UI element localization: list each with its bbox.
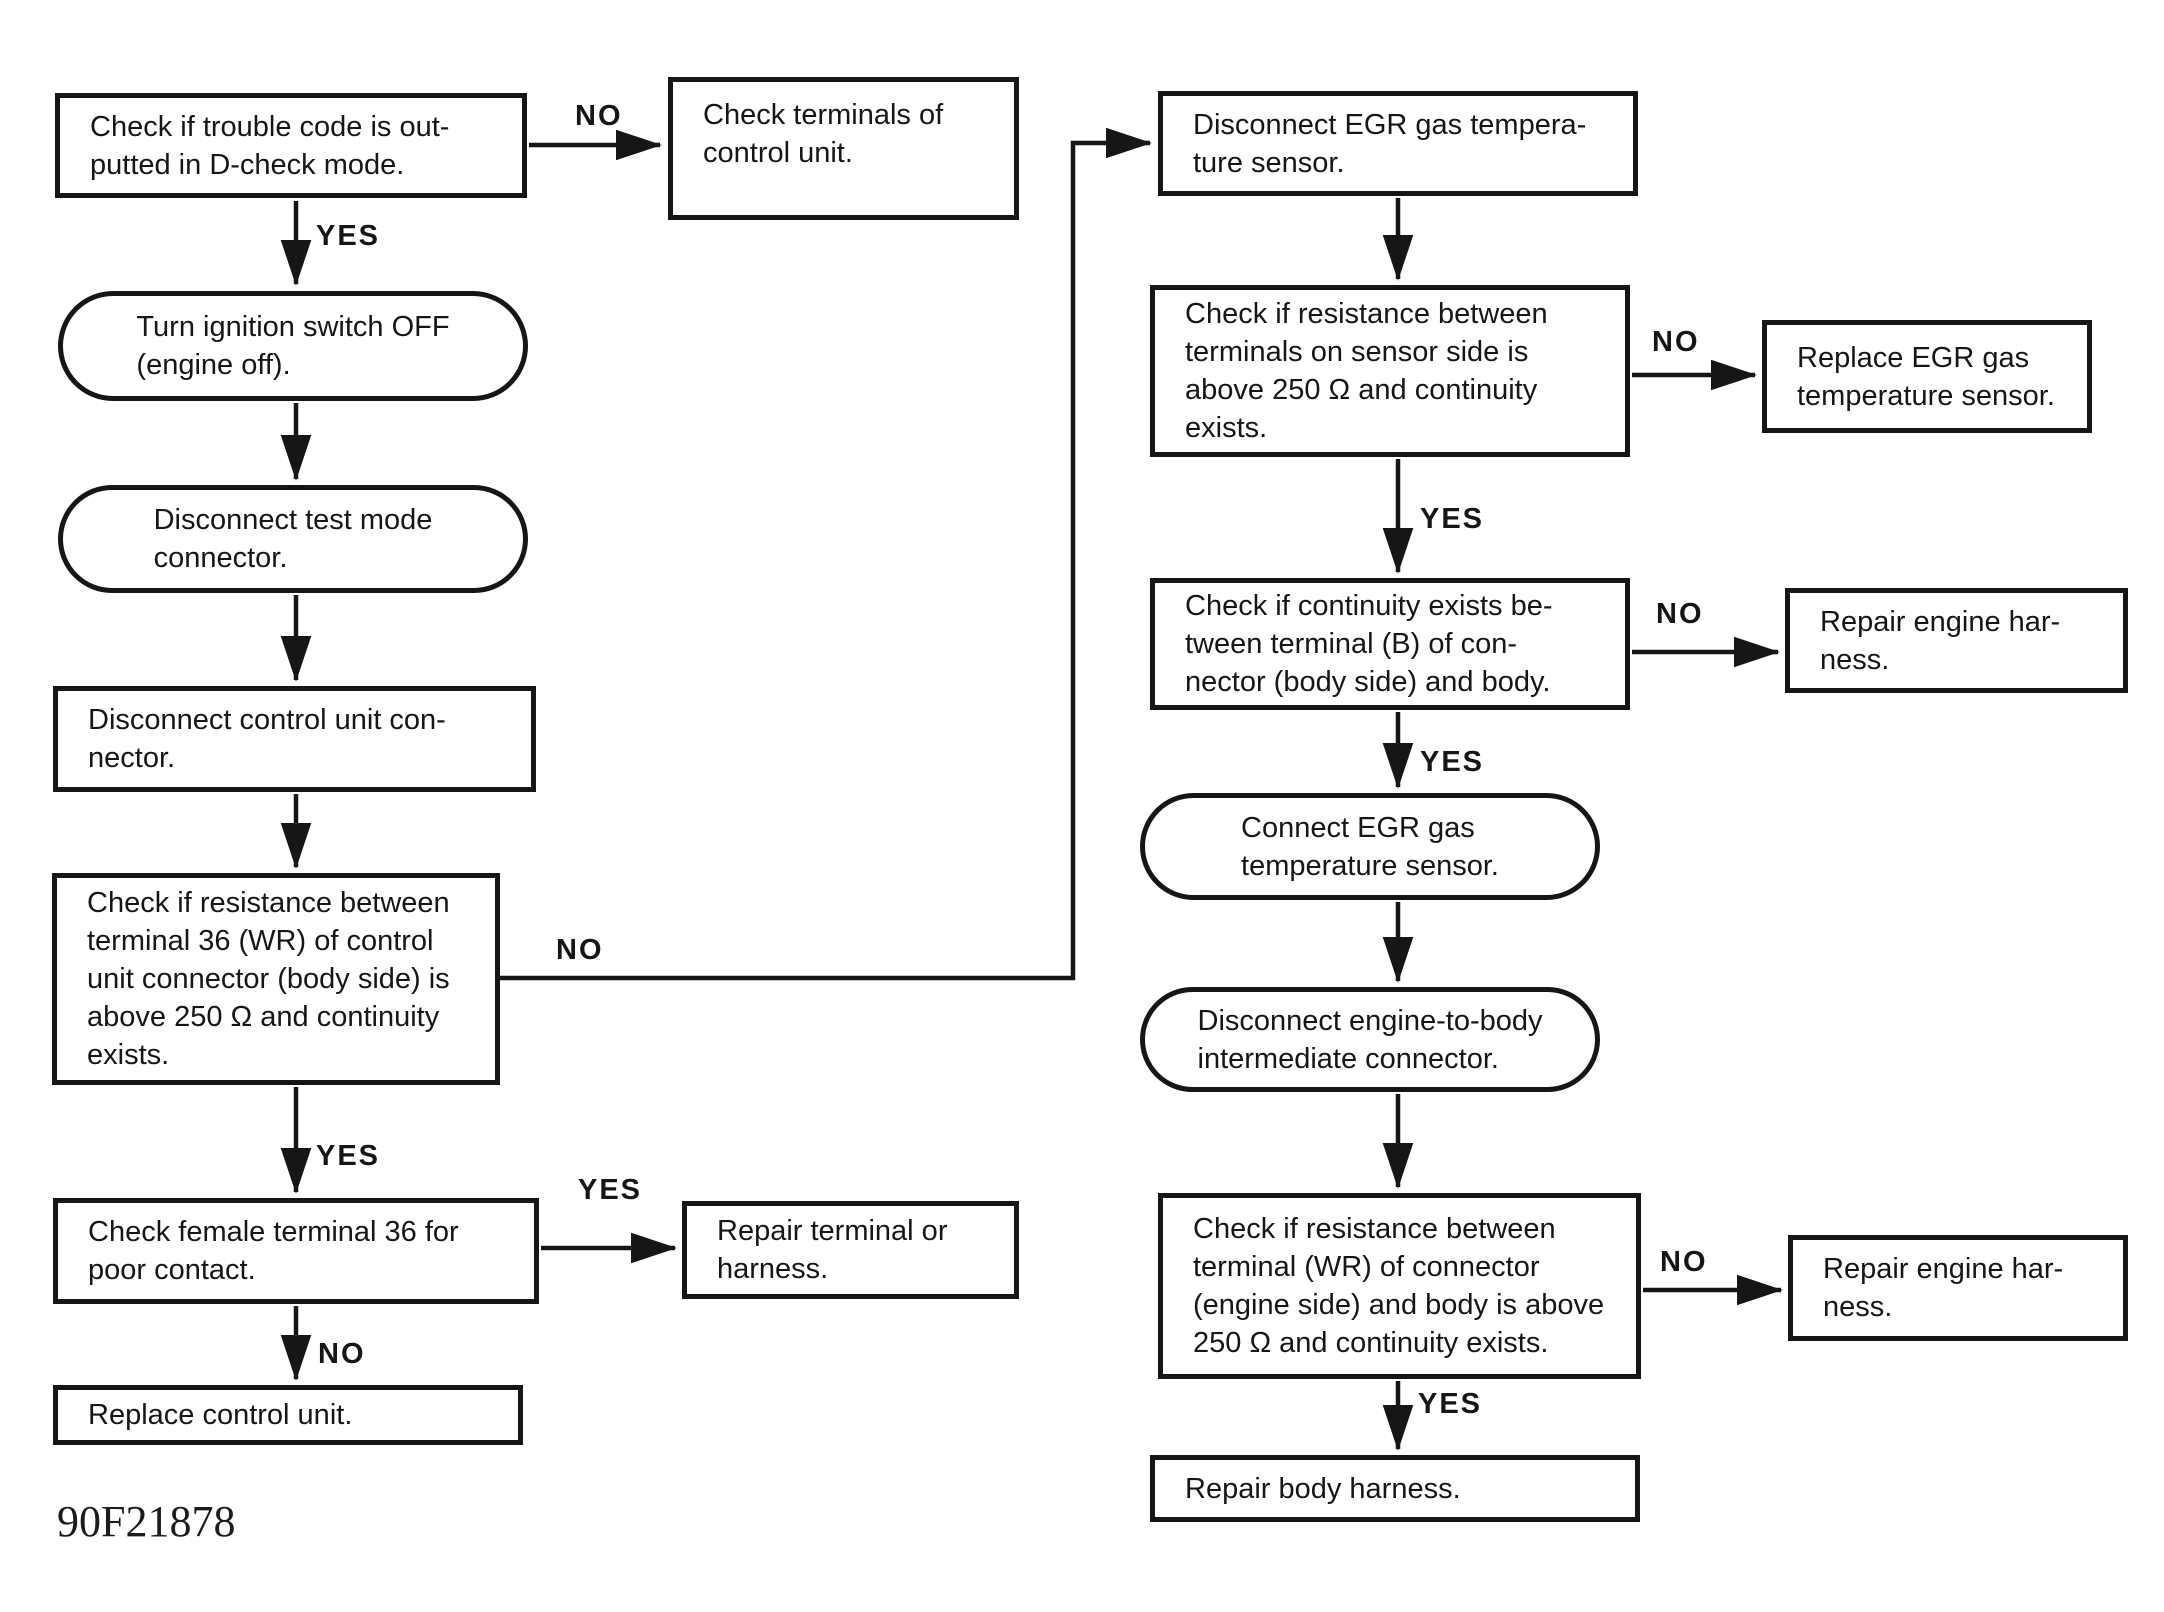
branch-label-yes-trouble-code: YES [316, 220, 381, 252]
node-text: Repair engine har-ness. [1823, 1250, 2063, 1326]
node-check-resistance-terminal-wr: Check if resistance between terminal (WR)… [1158, 1193, 1641, 1379]
node-text: Check if trouble code is out-putted in D… [90, 108, 449, 184]
node-text-line: exists. [1185, 412, 1268, 444]
node-text: Disconnect control unit con-nector. [88, 701, 446, 777]
node-text: Replace EGR gas temperature sensor. [1797, 339, 2055, 415]
node-text: Check if resistance between terminals on … [1185, 295, 1548, 447]
branch-label-yes-terminal-wr: YES [1418, 1388, 1483, 1420]
node-text: Repair terminal or harness. [717, 1212, 947, 1288]
node-text-line: Disconnect EGR gas tempera- [1193, 108, 1587, 141]
branch-label-no-resistance-36: NO [556, 934, 604, 966]
node-text-line: control unit. [703, 137, 853, 169]
node-text: Disconnect engine-to-body intermediate co… [1198, 1002, 1543, 1078]
node-connect-egr-sensor: Connect EGR gas temperature sensor. [1140, 793, 1600, 900]
node-text-line: exists. [87, 1039, 170, 1071]
node-text-line: Check if resistance between [87, 887, 450, 919]
figure-code: 90F21878 [57, 1497, 236, 1546]
node-text-line: harness. [717, 1253, 829, 1285]
node-text: Disconnect test mode connector. [154, 501, 433, 577]
node-text-line: unit connector (body side) is [87, 963, 450, 995]
node-text: Check if resistance between terminal (WR)… [1193, 1210, 1604, 1362]
node-check-resistance-terminal-36: Check if resistance between terminal 36 (… [52, 873, 500, 1085]
node-text: Check if resistance between terminal 36 (… [87, 884, 450, 1074]
node-text-line: nector. [88, 742, 176, 774]
node-text: Check terminals of control unit. [703, 96, 943, 172]
branch-label-no-sensor-side: NO [1652, 326, 1700, 358]
node-disconnect-engine-to-body: Disconnect engine-to-body intermediate co… [1140, 987, 1600, 1092]
node-replace-egr-sensor: Replace EGR gas temperature sensor. [1762, 320, 2092, 433]
node-turn-ignition-off: Turn ignition switch OFF (engine off). [58, 291, 528, 401]
node-disconnect-egr-sensor: Disconnect EGR gas tempera-ture sensor. [1158, 91, 1638, 196]
node-text: Turn ignition switch OFF (engine off). [136, 308, 449, 384]
node-text-line: above 250 Ω and continuity [1185, 374, 1538, 406]
node-text-line: Check female terminal 36 for [88, 1216, 459, 1248]
node-text-line: poor contact. [88, 1254, 256, 1286]
node-check-terminals-control-unit: Check terminals of control unit. [668, 77, 1019, 220]
node-text-line: Check if resistance between [1185, 298, 1548, 330]
node-text-line: connector. [153, 542, 288, 574]
node-disconnect-control-unit-connector: Disconnect control unit con-nector. [53, 686, 536, 792]
node-text-line: Check if continuity exists be- [1185, 590, 1553, 622]
node-text: Repair body harness. [1185, 1470, 1461, 1508]
node-text-line: Check terminals of [703, 99, 944, 131]
node-text-line: temperature sensor. [1241, 849, 1499, 882]
node-text-line: Disconnect control unit con- [88, 704, 446, 736]
node-text-line: terminals on sensor side is [1185, 336, 1529, 368]
node-repair-engine-harness-2: Repair engine har-ness. [1788, 1235, 2128, 1341]
node-text-line: nector (body side) and body. [1185, 666, 1551, 698]
node-text-line: ness. [1820, 643, 1890, 676]
node-replace-control-unit: Replace control unit. [53, 1385, 523, 1445]
node-text-line: 250 Ω and continuity exists. [1193, 1327, 1549, 1359]
branch-label-no-trouble-code: NO [575, 100, 623, 132]
node-disconnect-test-mode: Disconnect test mode connector. [58, 485, 528, 593]
node-repair-terminal-or-harness: Repair terminal or harness. [682, 1201, 1019, 1299]
node-text-line: ture sensor. [1193, 146, 1345, 179]
node-text-line: Repair body harness. [1185, 1472, 1461, 1505]
node-text-line: ness. [1823, 1291, 1893, 1323]
node-repair-engine-harness-1: Repair engine har-ness. [1785, 588, 2128, 693]
node-text-line: Check if resistance between [1193, 1213, 1556, 1245]
node-check-female-terminal-36: Check female terminal 36 for poor contact… [53, 1198, 539, 1304]
node-text-line: (engine off). [136, 349, 291, 381]
node-text: Repair engine har-ness. [1820, 603, 2060, 679]
node-check-trouble-code: Check if trouble code is out-putted in D… [55, 93, 527, 198]
node-check-continuity-terminal-b: Check if continuity exists be-tween term… [1150, 578, 1630, 710]
node-text-line: tween terminal (B) of con- [1185, 628, 1518, 660]
node-text: Connect EGR gas temperature sensor. [1241, 809, 1499, 885]
node-text-line: Repair terminal or [717, 1215, 948, 1247]
branch-label-yes-sensor-side: YES [1420, 503, 1485, 535]
node-text-line: Disconnect test mode [153, 504, 433, 536]
node-text: Disconnect EGR gas tempera-ture sensor. [1193, 106, 1586, 182]
node-text-line: Repair engine har- [1820, 605, 2061, 638]
node-text-line: above 250 Ω and continuity [87, 1001, 440, 1033]
node-text-line: Check if trouble code is out- [90, 110, 450, 143]
node-text-line: Replace control unit. [88, 1399, 353, 1431]
node-text-line: terminal (WR) of connector [1193, 1251, 1540, 1283]
node-text-line: (engine side) and body is above [1193, 1289, 1605, 1321]
node-text-line: Replace EGR gas [1797, 341, 2030, 374]
branch-label-yes-resistance-36: YES [316, 1140, 381, 1172]
connector-resistance36-no-elbow [499, 127, 1152, 981]
node-text-line: Turn ignition switch OFF [136, 311, 450, 343]
node-text: Check if continuity exists be-tween term… [1185, 587, 1552, 701]
node-text-line: temperature sensor. [1797, 379, 2055, 412]
node-text: Replace control unit. [88, 1396, 352, 1434]
node-check-resistance-sensor-side: Check if resistance between terminals on … [1150, 285, 1630, 457]
branch-label-no-continuity-b: NO [1656, 598, 1704, 630]
node-text-line: terminal 36 (WR) of control [87, 925, 434, 957]
node-text-line: putted in D-check mode. [90, 148, 405, 181]
branch-label-no-terminal-wr: NO [1660, 1246, 1708, 1278]
node-text: Check female terminal 36 for poor contact… [88, 1213, 459, 1289]
branch-label-yes-continuity-b: YES [1420, 746, 1485, 778]
node-repair-body-harness: Repair body harness. [1150, 1455, 1640, 1522]
branch-label-no-female-36: NO [318, 1338, 366, 1370]
node-text-line: intermediate connector. [1197, 1042, 1499, 1075]
node-text-line: Repair engine har- [1823, 1253, 2064, 1285]
node-text-line: Connect EGR gas [1241, 811, 1475, 844]
node-text-line: Disconnect engine-to-body [1197, 1004, 1543, 1037]
branch-label-yes-female-36: YES [578, 1174, 643, 1206]
